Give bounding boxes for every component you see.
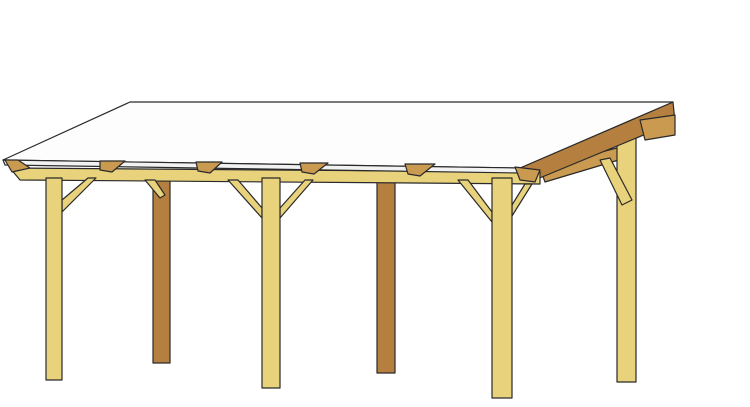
side-frame bbox=[519, 101, 676, 383]
front-post bbox=[491, 177, 513, 399]
front-post bbox=[261, 177, 281, 389]
rear-beam-end bbox=[639, 114, 676, 141]
back-post bbox=[376, 177, 396, 374]
front-post bbox=[45, 177, 63, 381]
braces bbox=[61, 177, 533, 223]
rear-right-post bbox=[616, 137, 637, 383]
front-posts bbox=[45, 177, 513, 399]
side-brace bbox=[599, 157, 633, 206]
rafter-ends bbox=[4, 159, 541, 183]
back-posts bbox=[152, 177, 396, 374]
back-post bbox=[152, 177, 171, 364]
